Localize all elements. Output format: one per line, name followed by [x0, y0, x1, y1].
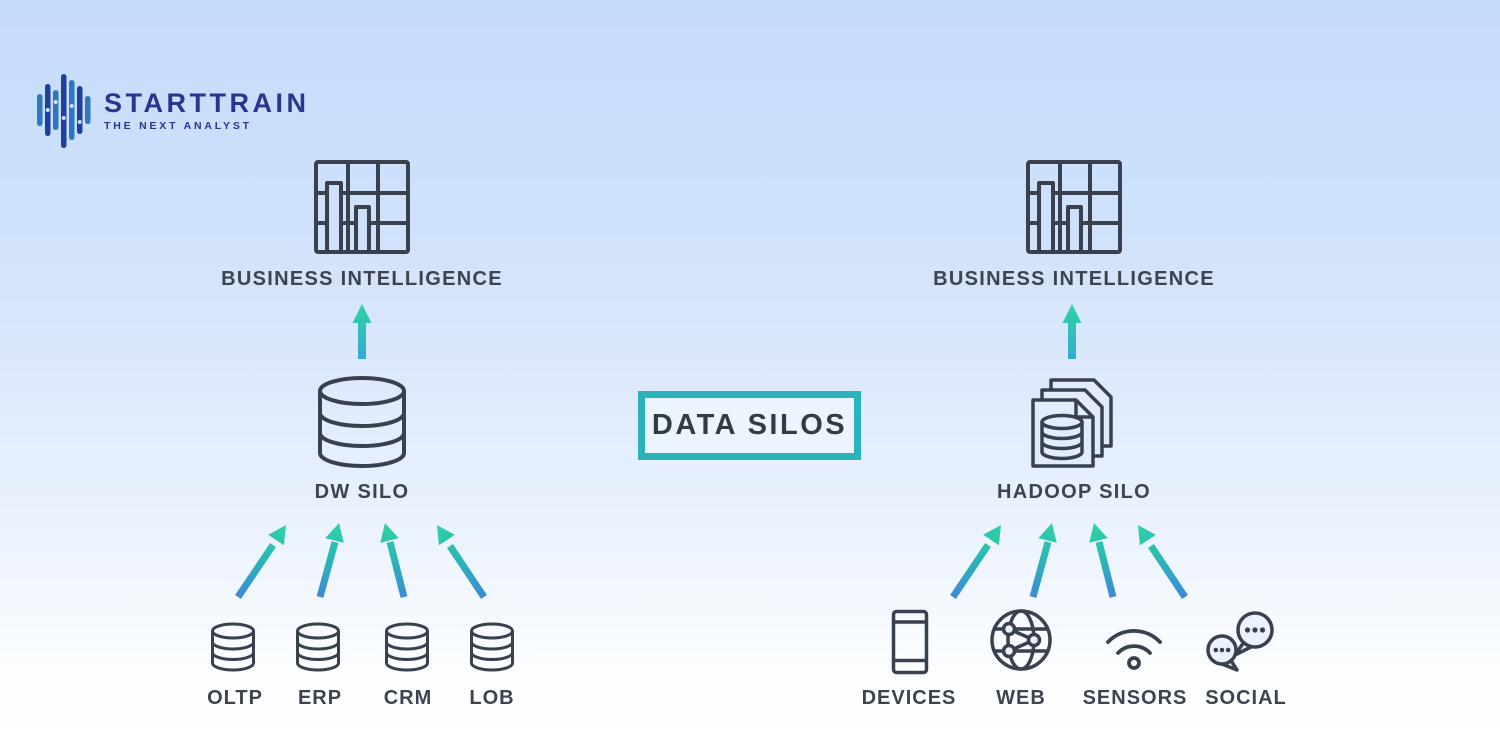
source-label-sensors: SENSORS	[1082, 687, 1188, 709]
database-icon	[470, 622, 514, 672]
data-silos-title: DATA SILOS	[651, 409, 848, 441]
source-label-lob: LOB	[469, 687, 515, 709]
arrow-up-icon	[352, 304, 372, 359]
fan-arrows-up-icon	[235, 523, 487, 599]
database-icon	[385, 622, 429, 672]
phone-icon	[891, 609, 929, 675]
bar-chart-dashboard-icon	[314, 160, 410, 254]
wifi-icon	[1106, 629, 1162, 670]
starttrain-logo: STARTTRAIN THE NEXT ANALYST	[35, 72, 309, 150]
equalizer-bars-logo-icon	[37, 74, 91, 148]
left-bi-label: BUSINESS INTELLIGENCE	[221, 268, 503, 290]
logo-subtitle: THE NEXT ANALYST	[104, 120, 252, 132]
source-label-oltp: OLTP	[207, 687, 263, 709]
left-silo-label: DW SILO	[314, 481, 410, 503]
fan-arrows-up-icon	[950, 523, 1188, 599]
logo-title: STARTTRAIN	[104, 88, 310, 118]
database-icon	[318, 376, 406, 468]
chat-bubbles-icon	[1206, 611, 1274, 672]
source-label-erp: ERP	[297, 687, 343, 709]
source-label-web: WEB	[996, 687, 1046, 709]
right-bi-label: BUSINESS INTELLIGENCE	[933, 268, 1215, 290]
data-silos-title-box: DATA SILOS	[638, 391, 861, 460]
source-label-crm: CRM	[383, 687, 433, 709]
database-icon	[211, 622, 255, 672]
database-icon	[296, 622, 340, 672]
source-label-social: SOCIAL	[1205, 687, 1287, 709]
bar-chart-dashboard-icon	[1026, 160, 1122, 254]
documents-database-icon	[1031, 378, 1113, 468]
right-silo-label: HADOOP SILO	[997, 481, 1151, 503]
arrow-up-icon	[1062, 304, 1082, 359]
globe-network-icon	[990, 609, 1052, 671]
source-label-devices: DEVICES	[861, 687, 957, 709]
